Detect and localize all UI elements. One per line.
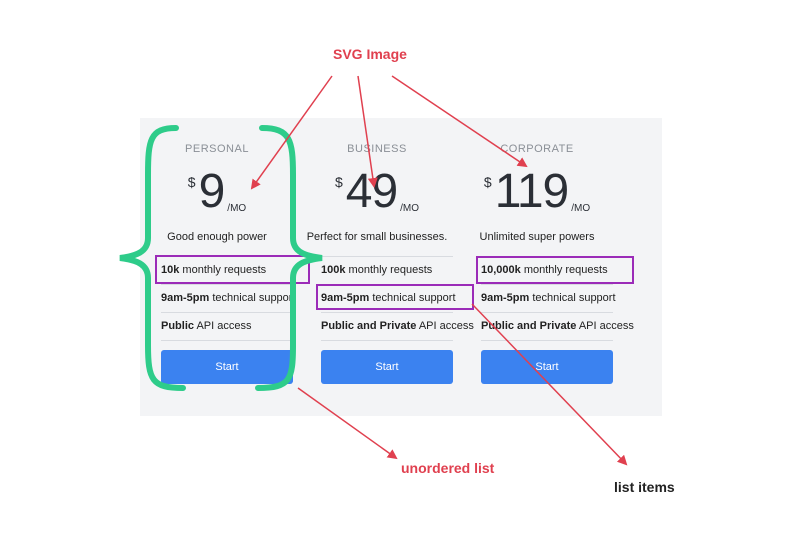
- start-button-corporate[interactable]: Start: [481, 350, 613, 384]
- price-amount: 119: [494, 165, 570, 218]
- price: $ 9 /MO: [141, 168, 293, 220]
- annotation-svg-image: SVG Image: [333, 46, 407, 62]
- price-period: /MO: [227, 203, 247, 214]
- plan-tagline: Perfect for small businesses.: [306, 231, 448, 243]
- price-amount: 9: [198, 165, 226, 218]
- arrow-to-unordered-list: [297, 387, 398, 460]
- feature-text: API access: [194, 320, 252, 332]
- pricing-card-business: BUSINESS $ 49 /MO Perfect for small busi…: [301, 118, 474, 416]
- feature-text: API access: [576, 320, 634, 332]
- pricing-card-personal: PERSONAL $ 9 /MO Good enough power 10k m…: [141, 118, 296, 416]
- currency-symbol: $: [187, 174, 196, 190]
- feature-highlight: 9am-5pm: [481, 292, 530, 304]
- feature-text: technical support: [209, 292, 296, 304]
- feature-highlight: Public and Private: [321, 320, 417, 332]
- list-item-highlight-box: [155, 255, 310, 284]
- annotation-list-items: list items: [614, 479, 675, 495]
- feature-highlight: 100k: [321, 264, 346, 276]
- feature-item: Public API access: [161, 313, 293, 341]
- arrow-to-list-items: [471, 303, 628, 466]
- feature-text: technical support: [529, 292, 616, 304]
- currency-symbol: $: [334, 174, 343, 190]
- feature-highlight: Public: [161, 320, 195, 332]
- start-button-personal[interactable]: Start: [161, 350, 293, 384]
- arrow-to-corporate-price: [391, 75, 528, 168]
- feature-highlight: 9am-5pm: [321, 292, 370, 304]
- feature-highlight: Public and Private: [481, 320, 577, 332]
- feature-highlight: 10k: [161, 264, 180, 276]
- curly-brace: [119, 125, 323, 391]
- plan-name: PERSONAL: [185, 143, 249, 155]
- list-item-highlight-box: [316, 284, 474, 310]
- annotation-unordered-list: unordered list: [401, 460, 495, 476]
- feature-text: monthly requests: [345, 264, 433, 276]
- start-button-business[interactable]: Start: [321, 350, 453, 384]
- plan-name: BUSINESS: [347, 143, 407, 155]
- price-period: /MO: [571, 203, 591, 214]
- currency-symbol: $: [483, 174, 492, 190]
- feature-text: technical support: [369, 292, 456, 304]
- pricing-card-corporate: CORPORATE $ 119 /MO Unlimited super powe…: [461, 118, 634, 416]
- price-period: /MO: [400, 203, 420, 214]
- arrow-to-business-price: [357, 75, 378, 188]
- arrow-to-personal-price: [250, 75, 333, 190]
- price: $ 119 /MO: [461, 168, 613, 220]
- list-item-highlight-box: [476, 256, 634, 284]
- plan-name: CORPORATE: [500, 143, 574, 155]
- feature-item: Public and Private API access: [321, 313, 474, 341]
- feature-highlight: 10,000k: [481, 264, 521, 276]
- plan-tagline: Good enough power: [167, 231, 267, 243]
- plan-tagline: Unlimited super powers: [479, 231, 595, 243]
- feature-text: API access: [416, 320, 474, 332]
- feature-item: 9am-5pm technical support: [321, 285, 456, 313]
- feature-text: monthly requests: [179, 264, 267, 276]
- feature-text: monthly requests: [520, 264, 608, 276]
- feature-item: Public and Private API access: [481, 313, 634, 341]
- feature-item: 9am-5pm technical support: [481, 285, 616, 313]
- feature-highlight: 9am-5pm: [161, 292, 210, 304]
- feature-item: 9am-5pm technical support: [161, 285, 296, 313]
